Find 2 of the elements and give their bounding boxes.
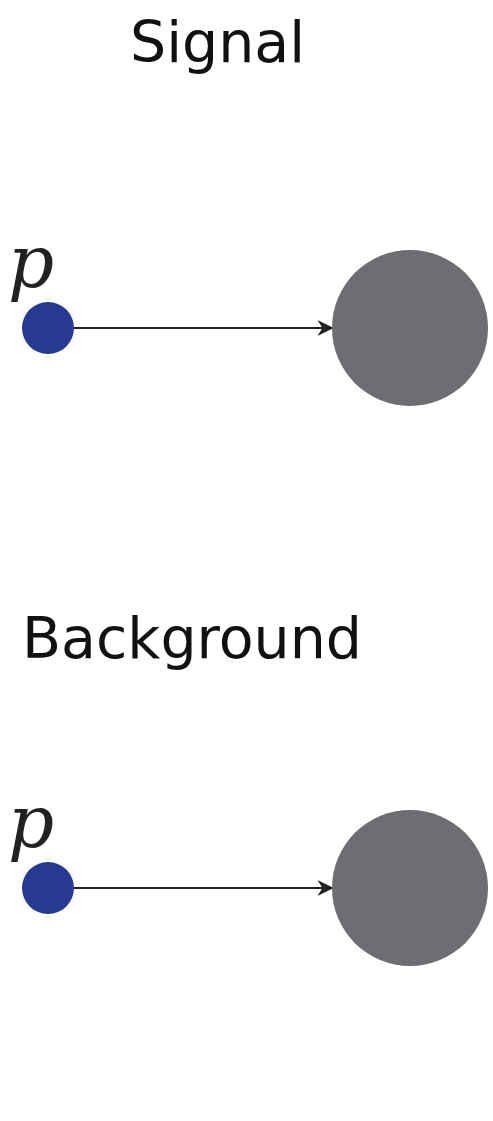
- arrow: [73, 320, 334, 336]
- arrow: [73, 880, 334, 896]
